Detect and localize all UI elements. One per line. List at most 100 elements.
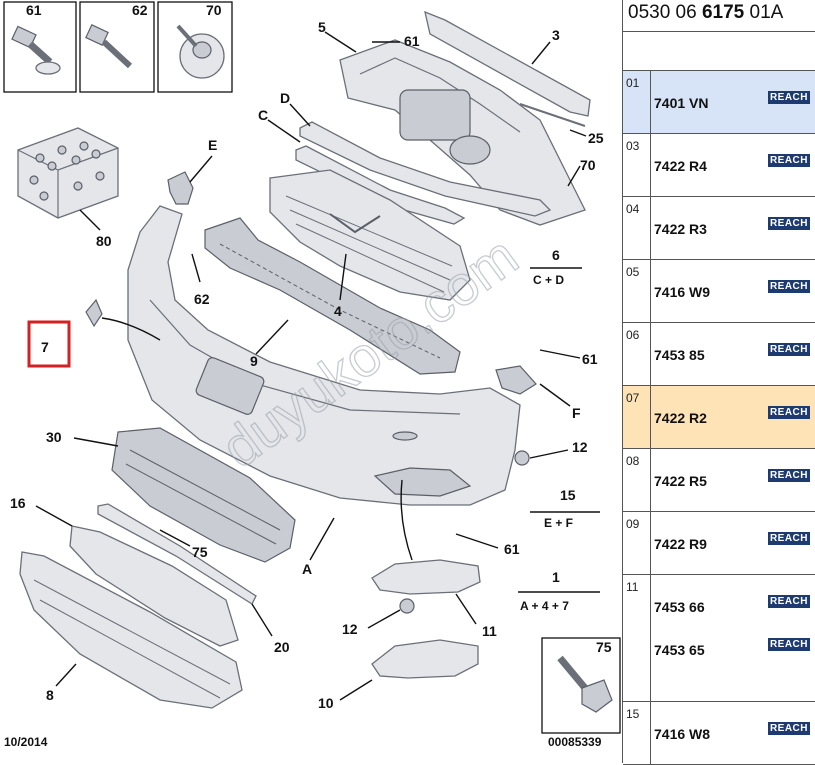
leader-lines xyxy=(35,31,600,701)
reference-prefix: 0530 06 xyxy=(628,2,702,23)
part-E-bracket[interactable] xyxy=(167,171,194,205)
reach-badge: REACH xyxy=(767,722,810,735)
part-3-upper-bar[interactable] xyxy=(424,10,591,127)
part-index: 11 xyxy=(623,575,651,701)
reach-badge: REACH xyxy=(767,638,810,651)
callout-75: 75 xyxy=(192,544,208,560)
callout-61-top: 61 xyxy=(404,33,420,49)
part-A-front-bumper[interactable] xyxy=(127,205,521,506)
callout-1-formula: A + 4 + 7 xyxy=(520,599,569,613)
part-code: 7453 66 xyxy=(654,599,705,615)
part-index: 07 xyxy=(623,386,651,448)
part-4-grille[interactable] xyxy=(269,169,471,301)
screw-12-lower[interactable] xyxy=(399,598,415,614)
callout-6-formula: C + D xyxy=(533,273,564,287)
callout-61-lower: 61 xyxy=(504,541,520,557)
fastener-box-61[interactable] xyxy=(3,1,77,93)
callout-5: 5 xyxy=(318,19,326,35)
part-80-clip-kit[interactable] xyxy=(17,127,119,219)
reference-number: 0530 06 6175 01A xyxy=(623,0,815,32)
reach-badge: REACH xyxy=(767,280,810,293)
callout-D: D xyxy=(280,90,290,106)
callout-15-formula: E + F xyxy=(544,516,573,530)
blank-row xyxy=(623,32,815,71)
part-code: 7422 R3 xyxy=(654,221,707,237)
part-code: 7401 VN xyxy=(654,95,709,111)
exploded-parts-diagram: duyukoto.com 61 62 70 5 61 3 D C 25 70 E… xyxy=(3,1,621,749)
part-code: 7422 R9 xyxy=(654,536,707,552)
callout-C: C xyxy=(258,107,268,123)
callout-A: A xyxy=(302,561,312,577)
part-5-front-panel[interactable] xyxy=(339,39,586,226)
part-index: 06 xyxy=(623,323,651,385)
callout-6: 6 xyxy=(552,247,560,263)
part-index: 05 xyxy=(623,260,651,322)
reach-badge: REACH xyxy=(767,406,810,419)
part-code: 7422 R5 xyxy=(654,473,707,489)
screw-12-upper[interactable] xyxy=(514,450,530,466)
callout-30: 30 xyxy=(46,429,62,445)
part-16-grille-insert[interactable] xyxy=(69,525,239,647)
fastener-box-70[interactable] xyxy=(157,1,233,93)
part-index: 15 xyxy=(623,702,651,764)
part-code: 7416 W9 xyxy=(654,284,711,300)
callout-61-box: 61 xyxy=(26,2,42,18)
reference-suffix: 01A xyxy=(744,2,784,23)
diagram-canvas: duyukoto.com 61 62 70 5 61 3 D C 25 70 E… xyxy=(3,1,621,749)
highlight-box-7 xyxy=(27,320,71,368)
callout-7: 7 xyxy=(41,339,49,355)
fastener-box-62[interactable] xyxy=(79,1,155,93)
callout-75-box: 75 xyxy=(596,639,612,655)
part-index: 03 xyxy=(623,134,651,196)
part-20-lower-strip[interactable] xyxy=(97,503,257,605)
callout-9: 9 xyxy=(250,353,258,369)
reach-badge: REACH xyxy=(767,343,810,356)
reach-badge: REACH xyxy=(767,154,810,167)
part-code: 7416 W8 xyxy=(654,726,711,742)
part-code: 7453 85 xyxy=(654,347,705,363)
reach-badge: REACH xyxy=(767,217,810,230)
callout-F: F xyxy=(572,405,581,421)
part-index: 04 xyxy=(623,197,651,259)
part-code: 7422 R2 xyxy=(654,410,707,426)
callout-10: 10 xyxy=(318,695,334,711)
callout-4: 4 xyxy=(334,303,342,319)
callout-25: 25 xyxy=(588,130,604,146)
fastener-box-75[interactable] xyxy=(541,637,621,734)
callout-3: 3 xyxy=(552,27,560,43)
part-code: 7422 R4 xyxy=(654,158,707,174)
callout-12-lower: 12 xyxy=(342,621,358,637)
callout-70-frame: 70 xyxy=(580,157,596,173)
part-code: 7453 65 xyxy=(654,642,705,658)
part-7-clip[interactable] xyxy=(85,298,103,328)
footer-date: 10/2014 xyxy=(4,735,48,749)
part-F-bracket[interactable] xyxy=(495,365,537,395)
part-11-fog-cover[interactable] xyxy=(371,559,481,595)
part-D-trim-strip[interactable] xyxy=(299,121,552,217)
callout-15: 15 xyxy=(560,487,576,503)
callout-70-box: 70 xyxy=(206,2,222,18)
callout-80: 80 xyxy=(96,233,112,249)
callout-12-upper: 12 xyxy=(572,439,588,455)
callout-16: 16 xyxy=(10,495,26,511)
reach-badge: REACH xyxy=(767,532,810,545)
part-index: 01 xyxy=(623,71,651,133)
part-9-absorber[interactable] xyxy=(204,217,461,375)
footer-code: 00085339 xyxy=(548,735,602,749)
part-30-lower-grille-frame[interactable] xyxy=(111,427,296,563)
part-index: 08 xyxy=(623,449,651,511)
part-8-lower-grille[interactable] xyxy=(19,551,243,709)
part-10-fog-cover[interactable] xyxy=(371,639,479,679)
